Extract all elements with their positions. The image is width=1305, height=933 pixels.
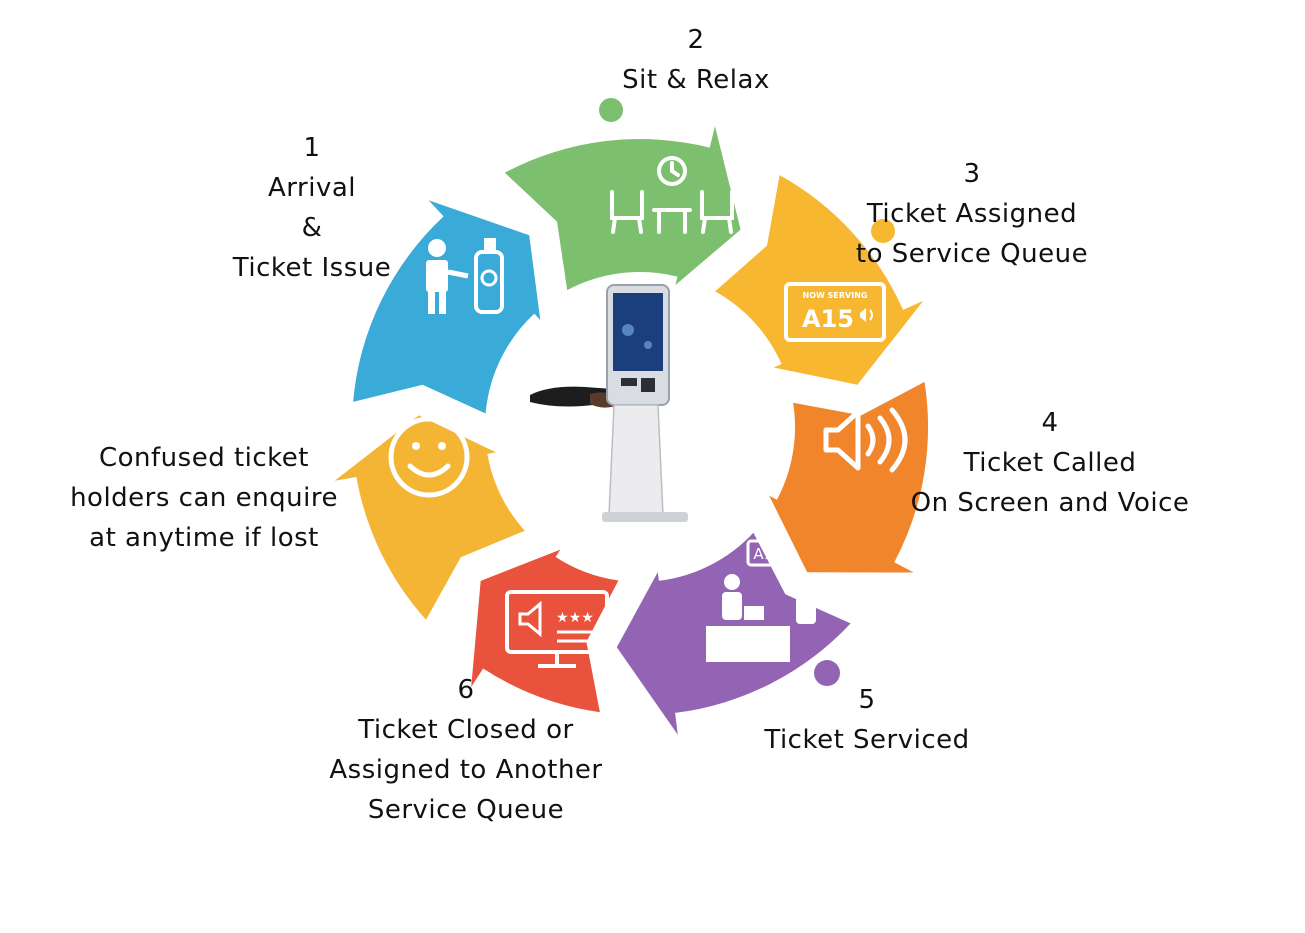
step-6-line-2: Assigned to Another bbox=[329, 755, 603, 785]
step-4-line-1: Ticket Called bbox=[963, 448, 1137, 478]
display-ticket-text: A15 bbox=[802, 305, 854, 333]
step-1-label: 1 Arrival & Ticket Issue bbox=[233, 128, 391, 288]
step-6-label: 6 Ticket Closed or Assigned to Another S… bbox=[329, 670, 602, 830]
enquire-label: Confused ticket holders can enquire at a… bbox=[70, 438, 338, 558]
step-1-line-3: Ticket Issue bbox=[232, 253, 392, 283]
person-kiosk-icon bbox=[426, 238, 504, 314]
segment-enquire bbox=[334, 415, 525, 620]
display-board-icon: NOW SERVING A15 bbox=[784, 282, 886, 342]
enquire-line-3: at anytime if lost bbox=[89, 523, 319, 553]
kiosk-image bbox=[530, 284, 688, 522]
step-3-line-2: to Service Queue bbox=[855, 239, 1089, 269]
green-dot bbox=[599, 98, 623, 122]
step-4-line-2: On Screen and Voice bbox=[910, 488, 1190, 518]
step-4-number: 4 bbox=[1041, 408, 1059, 438]
step-1-number: 1 bbox=[303, 133, 321, 163]
step-1-line-2: & bbox=[301, 213, 323, 243]
segment-4-called bbox=[769, 381, 929, 573]
display-header-text: NOW SERVING bbox=[803, 291, 868, 300]
step-2-number: 2 bbox=[687, 25, 705, 55]
rating-stars-text: ★★★ bbox=[556, 610, 594, 626]
step-3-line-1: Ticket Assigned bbox=[866, 199, 1078, 229]
step-1-line-1: Arrival bbox=[268, 173, 356, 203]
segment-3-assigned bbox=[715, 175, 924, 385]
counter-ticket-text: A15 bbox=[753, 545, 782, 563]
step-4-label: 4 Ticket Called On Screen and Voice bbox=[911, 403, 1190, 523]
segment-2-sit-relax bbox=[504, 126, 741, 291]
enquire-line-2: holders can enquire bbox=[70, 483, 338, 513]
step-6-line-1: Ticket Closed or bbox=[358, 715, 574, 745]
step-5-line-1: Ticket Serviced bbox=[764, 725, 970, 755]
step-5-number: 5 bbox=[858, 685, 876, 715]
rating-monitor-icon: ★★★ bbox=[505, 590, 609, 668]
step-6-number: 6 bbox=[457, 675, 475, 705]
smiley-icon bbox=[388, 416, 470, 498]
purple-dot bbox=[814, 660, 840, 686]
step-3-label: 3 Ticket Assigned to Service Queue bbox=[856, 154, 1088, 274]
step-6-line-3: Service Queue bbox=[367, 795, 565, 825]
waiting-chairs-icon bbox=[610, 156, 734, 234]
yellow-dot bbox=[871, 219, 895, 243]
step-5-label: 5 Ticket Serviced bbox=[764, 680, 969, 760]
step-2-label: 2 Sit & Relax bbox=[622, 20, 770, 100]
step-2-line-1: Sit & Relax bbox=[622, 65, 770, 95]
step-3-number: 3 bbox=[963, 159, 981, 189]
counter-service-icon: A15 bbox=[706, 539, 816, 662]
speaker-icon bbox=[823, 407, 908, 473]
enquire-line-1: Confused ticket bbox=[98, 443, 309, 473]
